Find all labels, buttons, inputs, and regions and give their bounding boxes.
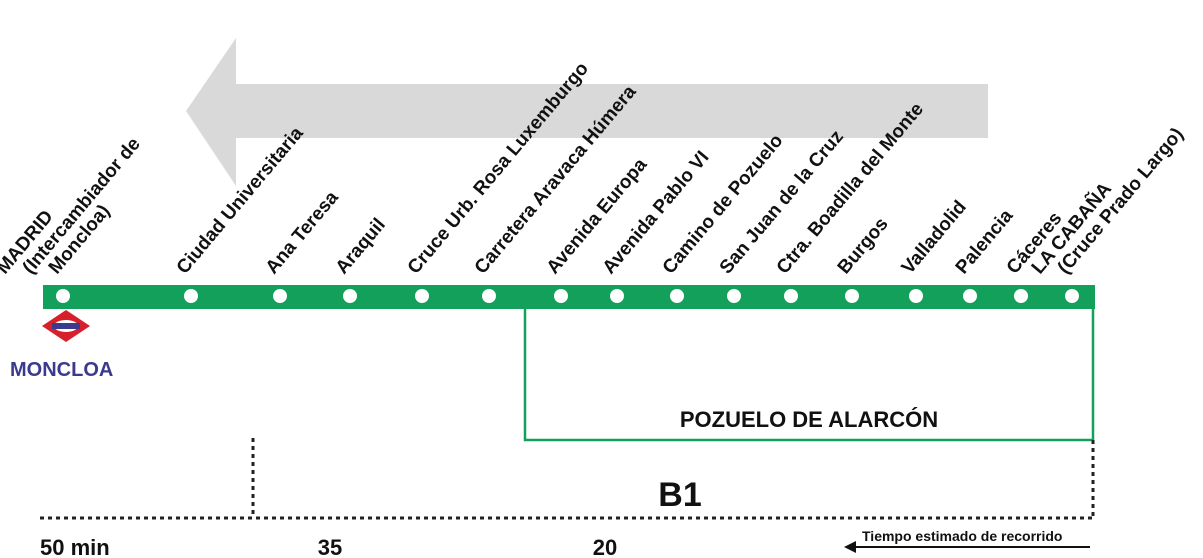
station-dot — [273, 289, 287, 303]
legend-label: Tiempo estimado de recorrido — [862, 528, 1062, 544]
station-dot — [909, 289, 923, 303]
station-dot — [670, 289, 684, 303]
metro-logo-icon — [42, 310, 90, 342]
station-label: Burgos — [834, 214, 893, 278]
station-dot — [784, 289, 798, 303]
station-label: (Cruce Prado Largo) — [1054, 124, 1188, 278]
time-label-50: 50 min — [40, 535, 110, 558]
line-code: B1 — [658, 476, 701, 514]
metro-label: MONCLOA — [10, 359, 113, 381]
station-dot — [610, 289, 624, 303]
station-dot — [727, 289, 741, 303]
direction-arrow — [186, 38, 988, 186]
time-label-35: 35 — [318, 535, 342, 558]
station-dot — [963, 289, 977, 303]
zone-label: POZUELO DE ALARCÓN — [680, 407, 938, 432]
legend-arrow-icon — [844, 541, 1090, 553]
route-line — [43, 285, 1095, 309]
station-dot — [415, 289, 429, 303]
station-dot — [343, 289, 357, 303]
station-dot — [184, 289, 198, 303]
station-dot — [56, 289, 70, 303]
station-label: (Intercambiador de — [19, 134, 145, 279]
time-scale — [40, 438, 1095, 520]
station-dot — [1065, 289, 1079, 303]
zone-box — [523, 309, 1095, 442]
station-dot — [482, 289, 496, 303]
station-label: Avenida Pablo VI — [599, 147, 714, 278]
station-label: Araquil — [332, 215, 390, 279]
station-dot — [845, 289, 859, 303]
station-dot — [554, 289, 568, 303]
time-label-20: 20 — [593, 535, 617, 558]
station-dot — [1014, 289, 1028, 303]
